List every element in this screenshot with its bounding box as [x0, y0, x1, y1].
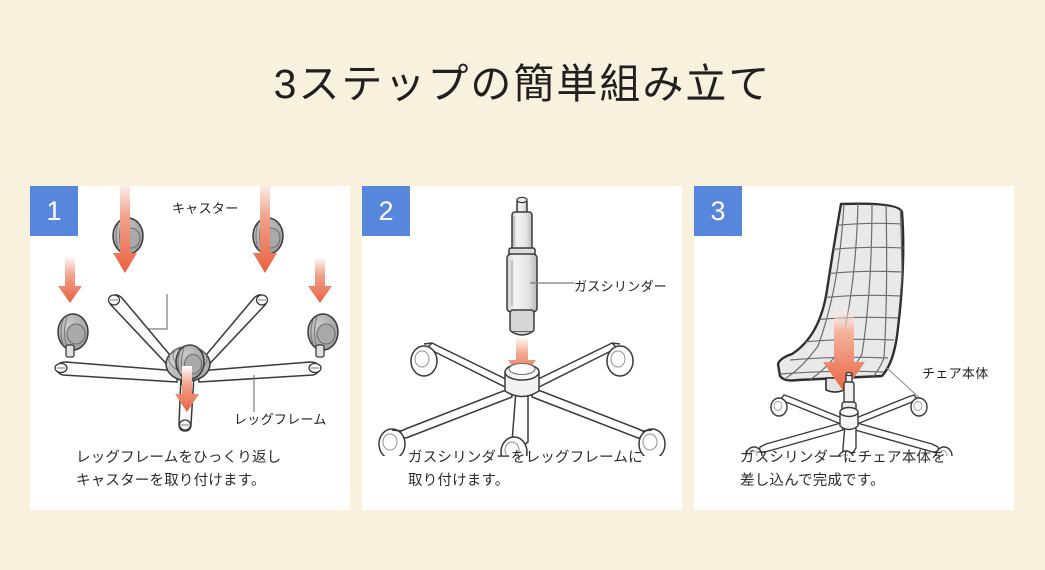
- leg-frame-with-cylinder: [745, 371, 953, 456]
- caster-parts: [57, 217, 339, 387]
- steps-container: 1: [30, 186, 1015, 510]
- step-panel-1: 1: [30, 186, 350, 510]
- assembled-casters: [378, 342, 666, 456]
- step-3-illustration: [745, 202, 953, 456]
- step-1-illustration: [54, 186, 339, 432]
- insert-arrows: [58, 186, 332, 412]
- step-badge-3: 3: [694, 186, 742, 236]
- step-caption-1: レッグフレームをひっくり返し キャスターを取り付けます。: [76, 450, 282, 489]
- step-panel-2: 2: [362, 186, 682, 510]
- step-caption-3: ガスシリンダーにチェア本体を 差し込んで完成です。: [740, 450, 946, 489]
- step-caption-2: ガスシリンダーをレッグフレームに 取り付けます。: [408, 450, 643, 489]
- callout-gas-cylinder-2: ガスシリンダー: [574, 279, 668, 294]
- leg-frame-sockets: [54, 294, 322, 431]
- step-panel-3: 3: [694, 186, 1014, 510]
- gas-cylinder-part: [506, 196, 538, 336]
- page-title: 3ステップの簡単組み立て: [273, 61, 772, 107]
- callout-leg-frame-1: レッグフレーム: [234, 412, 327, 427]
- step-badge-1: 1: [30, 186, 78, 236]
- insert-arrow-3: [823, 304, 865, 392]
- step-badge-2: 2: [362, 186, 410, 236]
- callout-caster-1: キャスター: [172, 201, 239, 216]
- step-2-illustration: [378, 196, 666, 456]
- callout-chair-body-3: チェア本体: [922, 366, 989, 381]
